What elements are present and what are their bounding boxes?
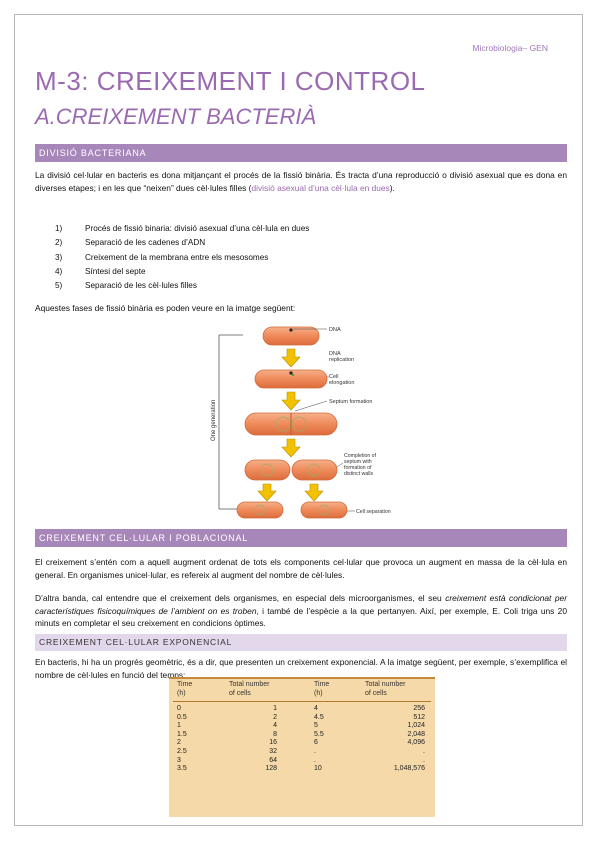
nucleoid-circle [275,416,291,432]
one-generation-label: One generation [211,400,217,441]
intro-highlight: divisió asexual d’una cèl·lula en dues [251,182,390,193]
growth-paragraph-1: El creixement s’entén com a aquell augme… [35,557,567,580]
label-elongation-2: elongation [329,380,354,386]
arrow-down-icon [281,391,301,411]
nucleoid-circle [260,463,274,477]
growth-paragraph-2: D’altra banda, cal entendre que el creix… [35,592,567,630]
dna-dot [289,328,293,332]
growth-table: Time (h) Total number of cells Time (h) … [169,677,435,817]
cell-stage-1 [262,326,320,346]
exponential-paragraph: En bacteris, hi ha un progrés geomètric,… [35,657,567,680]
dna-dot [291,373,295,377]
intro-text-a: La divisió cel·lular en bacteris es dona… [35,170,567,193]
label-dna-replication-2: replication [329,357,354,363]
table-column-time-right: 4 4.5 5 5.5 6 . . 10 [314,705,324,773]
table-column-time-left: 0 0.5 1 1.5 2 2.5 3 3.5 [177,705,187,773]
nucleoid-circle [254,504,266,516]
section-heading-divisio: DIVISIÓ BACTERIANA [35,144,567,162]
list-item: 3)Creixement de la membrana entre els me… [55,252,269,262]
page-title: M-3: CREIXEMENT I CONTROL [35,66,426,96]
nucleoid-circle [291,416,307,432]
cell-stage-4-left [244,459,291,481]
growth-text-italic: creixement està condicionat per caracter… [35,593,567,616]
list-item: 1)Procés de fissió binaria: divisió asex… [55,224,310,233]
cell-stage-2 [254,369,328,389]
table-column-cells-left: 1 2 4 8 16 32 64 128 [265,705,277,773]
daughter-cell-left [236,501,284,519]
label-completion-4: distinct walls [344,471,374,477]
list-item: 5)Separació de les cèl·lules filles [55,281,197,291]
growth-text-a: D’altra banda, cal entendre que el creix… [35,593,446,603]
nucleoid-circle [318,504,330,516]
label-dna-replication-1: DNA [329,351,341,357]
section-heading-exponencial: CREIXEMENT CEL·LULAR EXPONENCIAL [35,634,567,651]
binary-fission-steps: 1)Procés de fissió binaria: divisió asex… [55,222,309,293]
label-separation: Cell separation [356,509,391,515]
table-column-cells-right: 256 512 1,024 2,048 4,096 . . 1,048,576 [393,705,425,773]
table-header-cells-left: Total number of cells [229,681,270,697]
label-elongation-1: Cell [329,374,338,380]
intro-paragraph: La divisió cel·lular en bacteris es dona… [35,169,567,194]
arrow-down-icon [281,438,301,458]
section-heading-creixement: CREIXEMENT CEL·LULAR I POBLACIONAL [35,529,567,547]
document-page: Microbiologia– GEN M-3: CREIXEMENT I CON… [14,14,583,826]
label-dna: DNA [329,327,341,333]
figure-intro: Aquestes fases de fissió binària es pode… [35,303,296,313]
intro-text-b: ). [389,182,395,193]
course-header: Microbiologia– GEN [472,43,548,53]
cell-stage-4-right [291,459,338,481]
growth-text-b: , i també de l’espècie a la que pertanye… [35,605,568,629]
table-header-cells-right: Total number of cells [365,681,406,697]
label-septum: Septum formation [329,399,372,405]
arrow-down-icon [281,348,301,368]
arrow-down-icon [304,483,324,502]
label-completion-2: septum with [344,459,372,465]
dna-dot [289,371,293,375]
table-header-time-left: Time (h) [177,681,193,697]
generation-bracket: One generation [211,334,247,512]
daughter-cell-right [300,501,348,519]
label-completion-3: formation of [344,465,372,471]
table-header-time-right: Time (h) [314,681,330,697]
page-subtitle: A.CREIXEMENT BACTERIÀ [35,104,317,129]
list-item: 2)Separació de les cadenes d’ADN [55,238,206,248]
binary-fission-diagram: One generation DNA DNA replication Cell … [211,326,391,519]
list-item: 4)Síntesi del septe [55,266,146,276]
table-divider [173,701,431,702]
label-completion-1: Completion of [344,453,377,459]
arrow-down-icon [257,483,277,502]
nucleoid-circle [307,463,321,477]
